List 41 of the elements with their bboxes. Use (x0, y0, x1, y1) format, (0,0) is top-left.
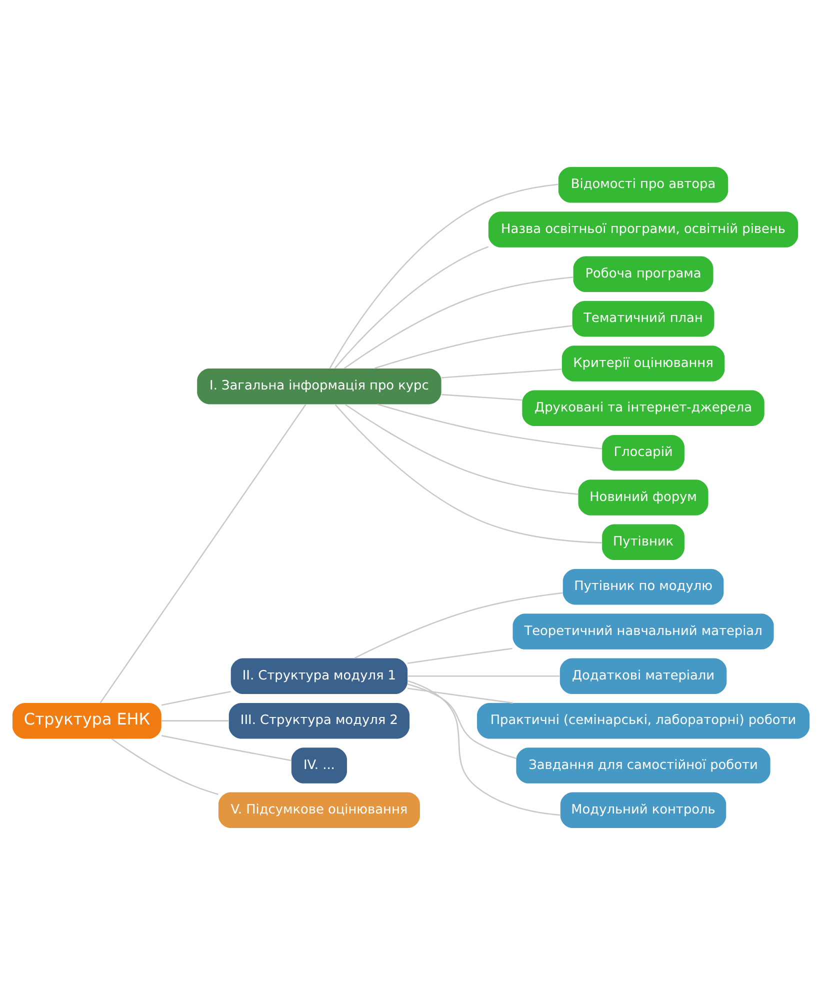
connector (161, 690, 231, 706)
node-box: Критерії оцінювання (562, 346, 725, 382)
connector (408, 676, 560, 677)
node-box: Завдання для самостійної роботи (516, 748, 770, 784)
node-box: Структура ЕНК (12, 702, 162, 739)
node-box: Модульний контроль (560, 792, 726, 828)
connector (111, 738, 218, 795)
connector (334, 246, 489, 369)
connector (441, 394, 522, 401)
node-box: Путівник (602, 524, 684, 560)
node-box: Новиний форум (578, 480, 708, 516)
node-box: III. Структура модуля 2 (228, 702, 410, 739)
connector (407, 680, 560, 816)
node-box: Додаткові матеріали (560, 658, 727, 694)
connector (100, 404, 306, 704)
node-box: Назва освітньої програми, освітній рівень (488, 212, 798, 248)
connector (407, 684, 516, 759)
connector (408, 688, 513, 704)
connector (441, 368, 562, 378)
node-box: Теоретичний навчальний матеріал (512, 614, 774, 650)
connector (334, 404, 602, 544)
connector (344, 404, 578, 495)
node-box: Відомості про автора (558, 166, 728, 203)
node-box: Глосарій (602, 434, 684, 471)
connector (329, 184, 558, 369)
connector (374, 325, 572, 370)
connector (408, 648, 512, 664)
node-box: IV. ... (291, 748, 347, 784)
connector (354, 592, 563, 659)
connector (344, 276, 574, 369)
node-box: Тематичний план (572, 300, 714, 337)
node-box: Робоча програма (573, 256, 714, 292)
node-box: II. Структура модуля 1 (230, 658, 408, 694)
node-box: Друковані та інтернет-джерела (522, 390, 764, 426)
node-box: V. Підсумкове оцінювання (218, 792, 420, 828)
node-box: I. Загальна інформація про курс (197, 368, 442, 404)
node-box: Практичні (семінарські, лабораторні) роботи (477, 702, 810, 739)
connector (377, 404, 602, 450)
connector (161, 720, 228, 722)
connector (161, 735, 292, 762)
node-box: Путівник по модулю (562, 568, 724, 605)
